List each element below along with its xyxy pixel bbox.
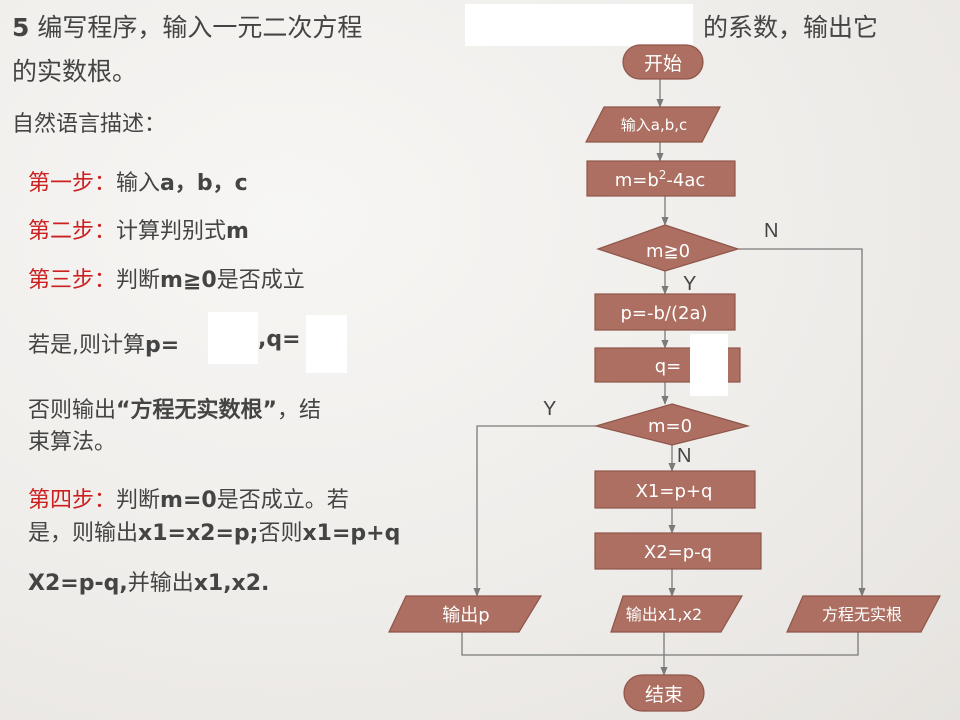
- out-none-label: 方程无实根: [822, 605, 902, 624]
- start-label: 开始: [644, 53, 682, 75]
- step1: 第一步：输入a，b，c: [28, 165, 248, 197]
- step3-text: 判断: [116, 268, 161, 293]
- out-p-label: 输出p: [442, 605, 489, 626]
- cond2-yes-label: Y: [543, 398, 556, 420]
- end-label: 结束: [645, 684, 683, 706]
- step3-tail: 是否成立: [216, 268, 305, 293]
- step2-label: 第二步：: [28, 219, 117, 244]
- out-p-parallelogram: [388, 595, 543, 633]
- x2-box: [594, 532, 762, 570]
- q-box-blank: [690, 334, 728, 396]
- step4-line2b: x1=x2=p;: [138, 521, 259, 546]
- description-label: 自然语言描述：: [12, 112, 167, 137]
- m-calc-box: [586, 160, 736, 197]
- q-calc-label: q=: [655, 356, 682, 377]
- heading-line1: 编写程序，输入一元二次方程: [37, 13, 363, 42]
- ruoshi-text: 若是,则计算: [28, 333, 145, 358]
- flow-connectors: [461, 79, 866, 676]
- step1-vars: a，b，c: [160, 171, 248, 196]
- p-calc-label: p=-b/(2a): [620, 303, 707, 324]
- cond1-yes-label: Y: [683, 273, 696, 295]
- input-parallelogram: [585, 106, 721, 143]
- step4-cond: m=0: [160, 488, 217, 513]
- out-none-parallelogram: [786, 595, 941, 633]
- m-calc-label: m=b2-4ac: [615, 168, 706, 191]
- x1-label: X1=p+q: [636, 481, 713, 502]
- step4-line3: X2=p-q,并输出x1,x2.: [28, 565, 269, 597]
- step4-line2d: x1=p+q: [302, 521, 401, 546]
- cond2-diamond: [593, 403, 751, 446]
- merge-bus: [461, 632, 859, 656]
- q-eq: ,q=: [258, 327, 301, 352]
- step1-label: 第一步：: [28, 171, 117, 196]
- step1-text: 输入: [116, 171, 161, 196]
- x2-label: X2=p-q: [644, 542, 712, 563]
- step3: 第三步：判断m≧0是否成立: [28, 262, 305, 294]
- p-blank: [208, 312, 258, 364]
- m-calc-pre: m=b: [615, 170, 659, 191]
- cond1-diamond: [596, 224, 740, 272]
- step2-var: m: [226, 219, 249, 244]
- step4-text: 判断: [116, 488, 161, 513]
- fouze-text1: 否则输出: [28, 398, 117, 423]
- step3-cond: m≧0: [160, 268, 217, 293]
- step4-label: 第四步：: [28, 488, 117, 513]
- fouze-line1: 否则输出“方程无实数根”，结: [28, 392, 321, 424]
- input-label: 输入a,b,c: [621, 116, 688, 134]
- q-eq-wrap: ,q=: [258, 327, 301, 352]
- step2: 第二步：计算判别式m: [28, 213, 249, 245]
- cond1-no-label: N: [764, 220, 778, 242]
- arrow-cond1-no: [738, 248, 866, 597]
- out-x-label: 输出x1,x2: [626, 605, 702, 624]
- step4-tail: 是否成立。若: [216, 488, 349, 513]
- step4-line2c: 否则: [258, 521, 303, 546]
- start-terminal: [622, 44, 704, 80]
- fouze-line2: 束算法。: [28, 430, 117, 455]
- question-number: 5: [12, 13, 30, 42]
- m-calc-sup: 2: [659, 168, 667, 182]
- fouze-quote: “方程无实数根”: [116, 398, 277, 423]
- ruoshi-line: 若是,则计算p=: [28, 327, 179, 359]
- arrow-cond2-yes: [473, 425, 596, 597]
- q-blank: [306, 315, 347, 373]
- step4-line3c: x1,x2.: [193, 571, 270, 596]
- step4-line3a: X2=p-q,: [28, 571, 128, 596]
- equation-blank: [465, 4, 693, 46]
- x1-box: [594, 470, 756, 509]
- cond2-no-label: N: [677, 445, 691, 467]
- p-calc-box: [594, 293, 736, 331]
- step2-text: 计算判别式: [116, 219, 227, 244]
- fouze-text2: ，结: [276, 398, 321, 423]
- m-calc-post: -4ac: [666, 170, 705, 191]
- end-terminal: [623, 674, 705, 712]
- step4-line2: 是，则输出x1=x2=p;否则x1=p+q: [28, 515, 400, 547]
- question-heading: 5 编写程序，输入一元二次方程: [12, 8, 362, 44]
- out-x-parallelogram: [610, 595, 744, 633]
- cond2-label: m=0: [648, 416, 692, 437]
- step4-line3b: 并输出: [127, 571, 194, 596]
- step4: 第四步：判断m=0是否成立。若: [28, 482, 349, 514]
- p-eq: p=: [145, 333, 180, 358]
- cond1-label: m≧0: [646, 241, 690, 262]
- step3-label: 第三步：: [28, 268, 117, 293]
- step4-line2a: 是，则输出: [28, 521, 139, 546]
- heading-line1-end: 的系数，输出它: [703, 13, 879, 42]
- heading-line2: 的实数根。: [12, 57, 138, 86]
